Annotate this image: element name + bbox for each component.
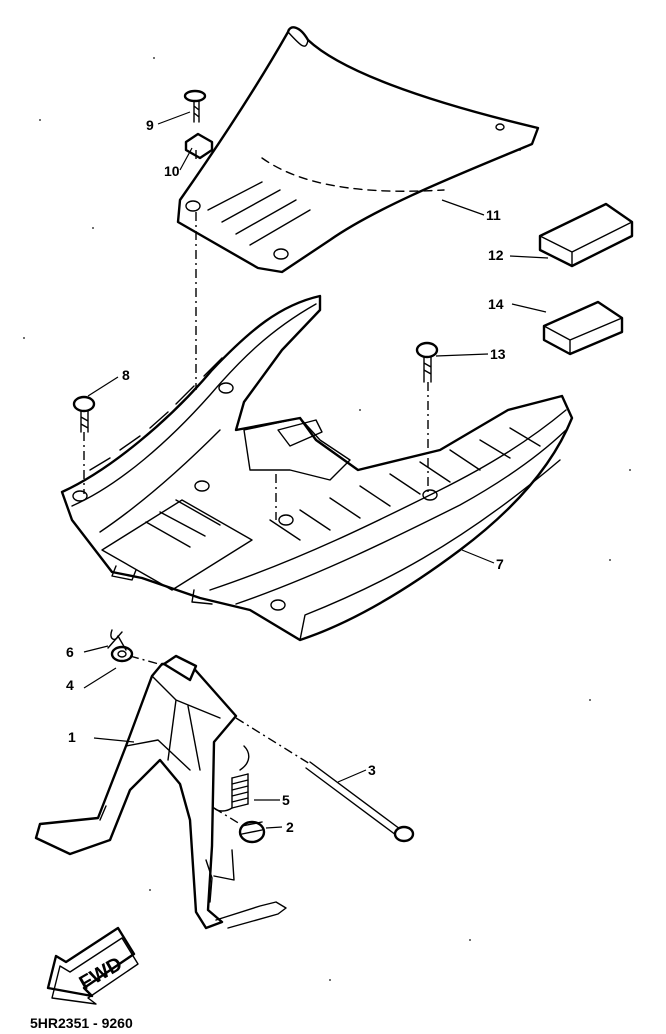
- callout-5: 5: [282, 792, 290, 808]
- callout-14: 14: [488, 296, 504, 312]
- callout-3: 3: [368, 762, 376, 778]
- leader-lines: [83, 111, 549, 829]
- callout-6: 6: [66, 644, 74, 660]
- callout-12: 12: [488, 247, 504, 263]
- callout-labels: 1 2 3 4 5 6 7 8 9 10 11 12 13 14: [66, 117, 506, 835]
- part-washer-4: [110, 645, 134, 663]
- part-main-stand: [34, 654, 287, 930]
- callout-13: 13: [490, 346, 506, 362]
- callout-10: 10: [164, 163, 180, 179]
- assembly-lines: [83, 150, 429, 825]
- part-screw-9: [183, 89, 207, 123]
- callout-2: 2: [286, 819, 294, 835]
- part-nut-10: [184, 132, 214, 160]
- part-upper-cover: [176, 26, 540, 274]
- part-pad-12: [538, 202, 634, 268]
- forward-direction-arrow: FWD: [46, 926, 139, 1005]
- part-shaft-3: [305, 761, 415, 843]
- part-collar-2: [238, 820, 266, 844]
- callout-9: 9: [146, 117, 154, 133]
- part-bolt-13: [415, 341, 439, 383]
- callout-7: 7: [496, 556, 504, 572]
- callout-11: 11: [486, 207, 501, 223]
- callout-1: 1: [68, 729, 76, 745]
- callout-8: 8: [122, 367, 130, 383]
- part-pad-14: [542, 300, 624, 356]
- part-pin-6: [107, 629, 127, 651]
- part-spring-5: [213, 745, 250, 812]
- drawing-code: 5HR2351 - 9260: [30, 1015, 133, 1031]
- part-bolt-8: [72, 395, 96, 433]
- part-floor-board: [60, 294, 574, 642]
- callout-4: 4: [66, 677, 74, 693]
